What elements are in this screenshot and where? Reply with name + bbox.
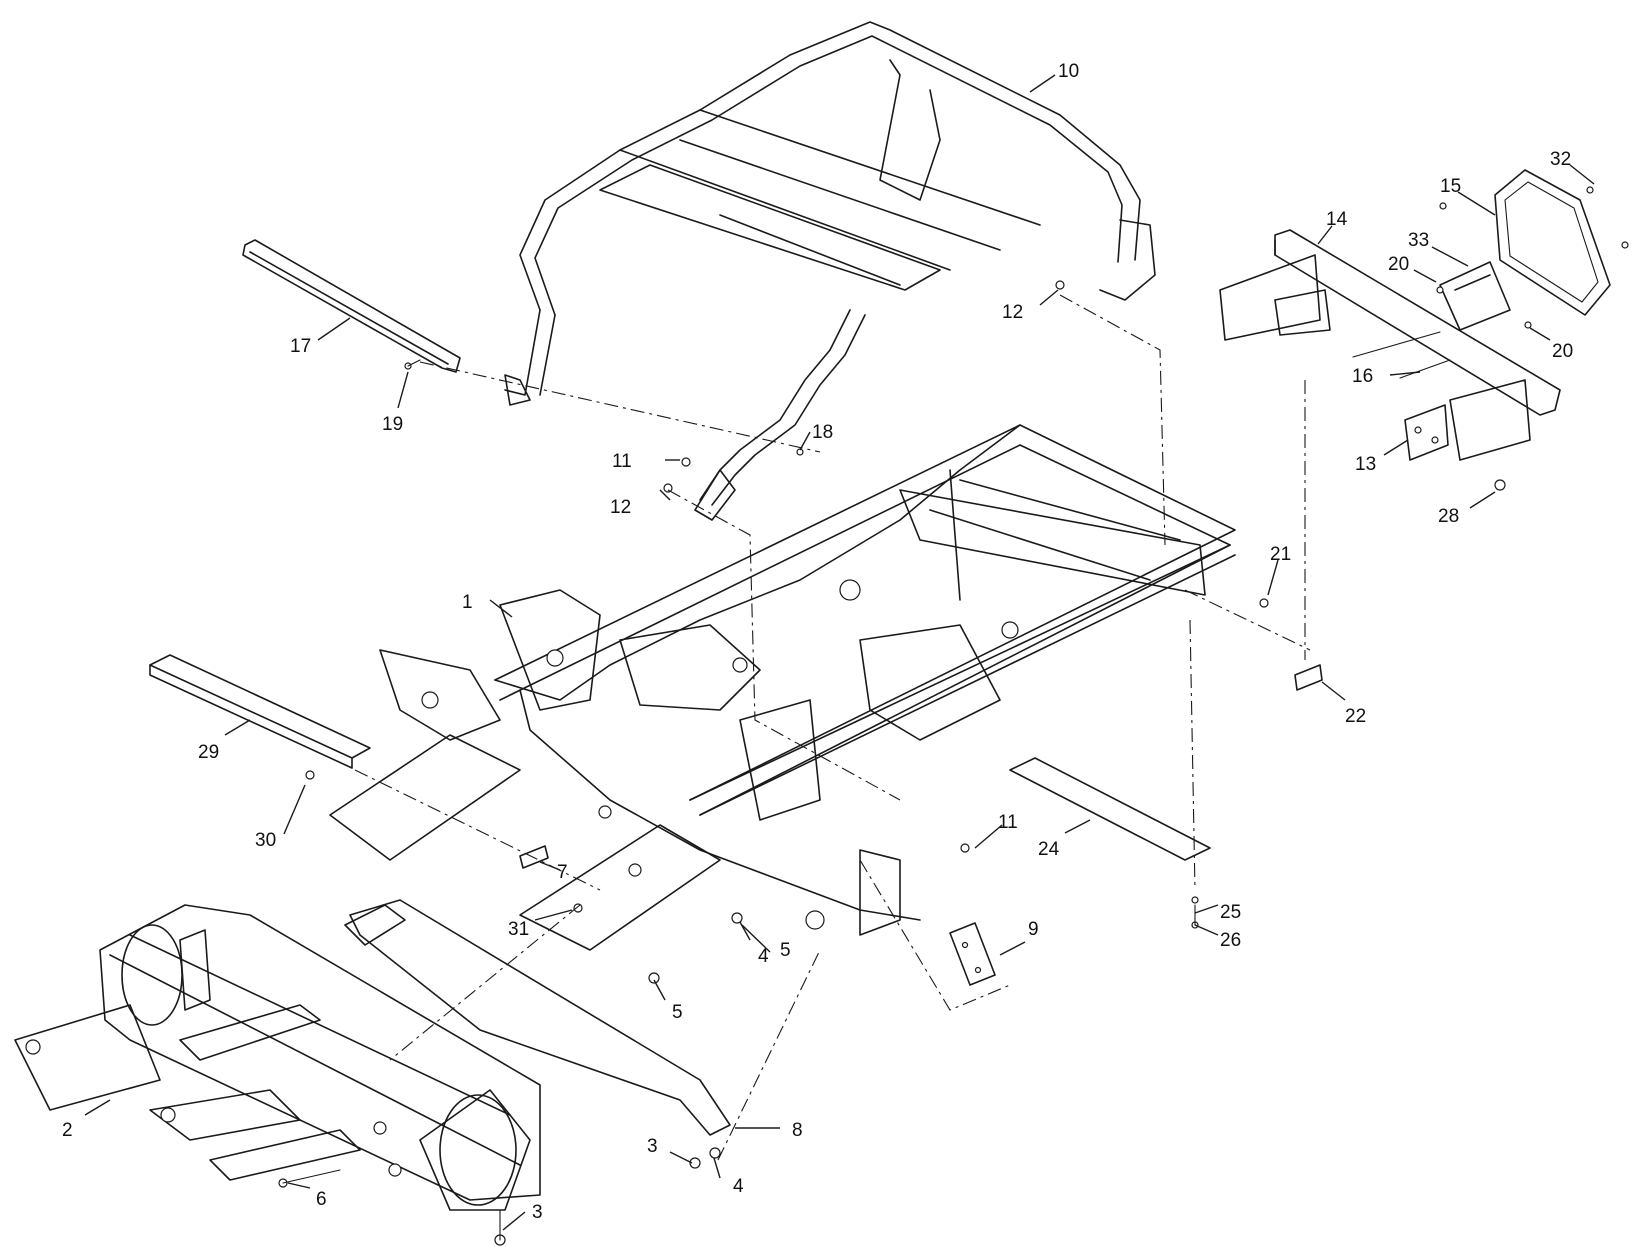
callout-10: 10	[1058, 61, 1079, 82]
callout-5: 5	[780, 940, 791, 961]
small-plate	[519, 845, 549, 869]
callout-32: 32	[1550, 149, 1571, 170]
callout-29: 29	[198, 742, 219, 763]
callout-31: 31	[508, 919, 529, 940]
rear-bumper	[1219, 229, 1561, 461]
callout-12: 12	[1002, 302, 1023, 323]
skid-plate	[1009, 757, 1211, 861]
callout-17: 17	[290, 336, 311, 357]
callout-7: 7	[557, 862, 568, 883]
callout-3: 3	[532, 1202, 543, 1223]
callout-25: 25	[1220, 902, 1241, 923]
callout-13: 13	[1355, 454, 1376, 475]
callout-22: 22	[1345, 706, 1366, 727]
callout-21: 21	[1270, 544, 1291, 565]
decal	[1294, 664, 1323, 691]
leader-lines	[84, 74, 1595, 1231]
callout-14: 14	[1326, 209, 1348, 230]
callout-8: 8	[792, 1120, 803, 1141]
callout-33: 33	[1408, 230, 1429, 251]
callout-5: 5	[672, 1002, 683, 1023]
tie-bar	[344, 899, 731, 1136]
roll-bar-frame	[504, 21, 1156, 521]
support-bar	[242, 239, 461, 373]
callout-9: 9	[1028, 919, 1039, 940]
callout-16: 16	[1352, 366, 1373, 387]
mount-bracket	[949, 922, 996, 986]
main-chassis-frame	[329, 424, 1236, 951]
bracket-plate	[1404, 404, 1449, 461]
callout-3: 3	[647, 1136, 658, 1157]
callout-24: 24	[1038, 839, 1060, 860]
callout-11: 11	[612, 451, 632, 472]
callout-20: 20	[1552, 341, 1573, 362]
callout-12: 12	[610, 497, 631, 518]
callout-4: 4	[758, 946, 769, 967]
callout-19: 19	[382, 414, 403, 435]
callout-4: 4	[733, 1176, 744, 1197]
callout-28: 28	[1438, 506, 1459, 527]
reflector-assembly	[1439, 169, 1611, 331]
cover-plate	[149, 654, 371, 769]
callout-11: 11	[998, 812, 1018, 833]
hardware-fasteners	[278, 186, 1629, 1246]
callout-2: 2	[62, 1120, 73, 1141]
callout-26: 26	[1220, 930, 1241, 951]
callout-15: 15	[1440, 176, 1461, 197]
callout-labels: 1 2 3 3 4 4 5 5 6 7 8 9 10 11 11 12 12 1…	[62, 61, 1573, 1223]
callout-1: 1	[462, 592, 473, 613]
front-axle-frame	[14, 904, 541, 1211]
callout-18: 18	[812, 422, 833, 443]
callout-6: 6	[316, 1189, 327, 1210]
callout-20: 20	[1388, 254, 1409, 275]
callout-30: 30	[255, 830, 276, 851]
